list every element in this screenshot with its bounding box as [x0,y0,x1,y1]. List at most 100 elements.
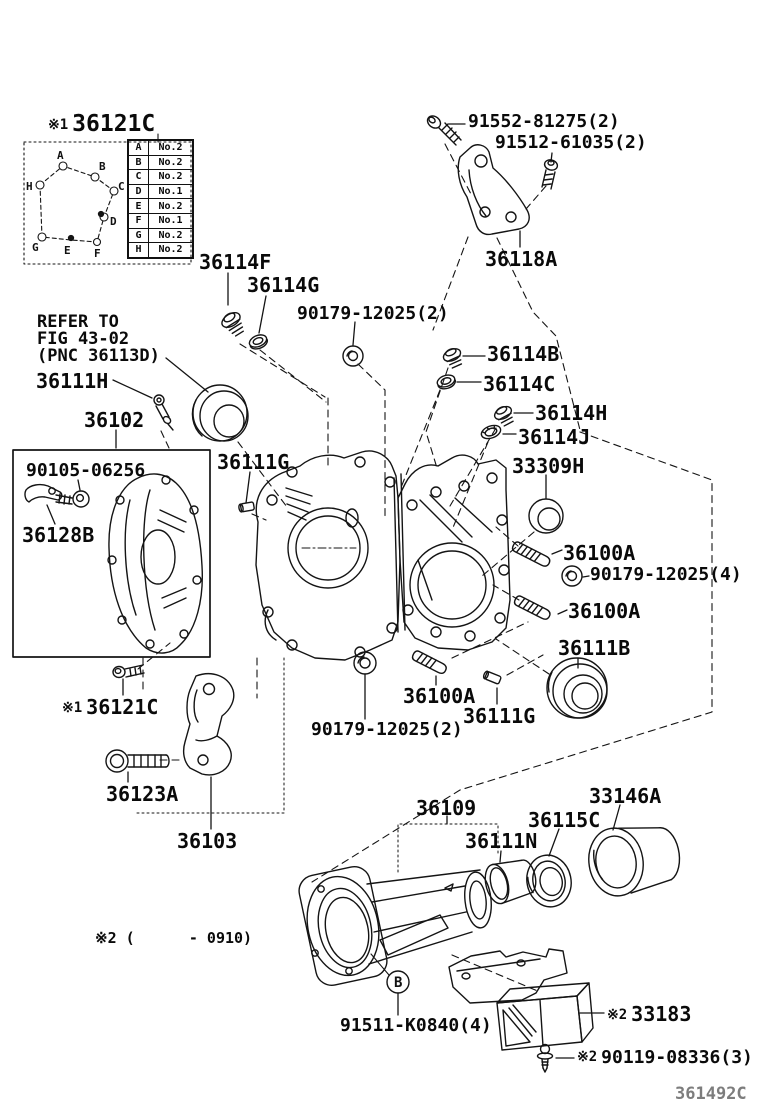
part-33183-damper [448,948,594,1051]
figure-code: 361492C [675,1084,747,1104]
part-36115c-seal [526,854,572,908]
part-label-36115c: 36115C [528,808,601,832]
part-91512-bolt [541,159,559,190]
part-36111g-pin-left [238,501,255,513]
part-label-36114c: 36114C [483,372,556,396]
part-36111n-bushing [484,859,537,905]
part-36100a-stud-bottom [411,650,447,674]
part-label-90105: 90105-06256 [26,460,146,481]
callout-balloon-b [370,953,410,994]
part-label-36114g: 36114G [247,273,320,297]
part-label-90179-top: 90179-12025(2) [297,303,449,324]
case-half-drawing [107,473,204,654]
part-label-90179-4: 90179-12025(4) [590,564,742,585]
point-letter-b: B [99,160,106,173]
part-36121c-bolt [112,664,145,679]
part-33309h-race [528,498,564,534]
part-36102-case-box [12,449,211,658]
part-36111b-seal [546,657,608,719]
part-label-36118a: 36118A [485,247,558,271]
part-label-91511: 91511-K0840(4) [340,1015,492,1036]
part-90119-bolt [536,1043,554,1073]
part-label-91552: 91552-81275(2) [468,111,620,132]
part-36113d-bearing [191,384,249,442]
part-label-36114h: 36114H [535,401,608,425]
point-letter-d: D [110,215,117,228]
part-90105-bolt [55,490,90,508]
assembly-dashed-lines [137,143,713,993]
part-36114f-plug [221,311,244,337]
point-letter-f: F [94,247,101,260]
part-36114j-ring [480,424,502,440]
part-36128b-bracket [24,483,63,503]
part-label-36100a-bottom: 36100A [403,684,476,708]
part-label-36111g-left: 36111G [217,450,290,474]
part-label-36100a-upper: 36100A [563,541,636,565]
part-transfer-case-front-half [255,450,406,661]
point-letter-h: H [26,180,33,193]
part-label-36128b: 36128B [22,523,95,547]
part-label-36100a-lower: 36100A [568,599,641,623]
note-marker: ※1 [48,117,69,133]
part-33146a-cover [588,827,681,897]
part-91552-bolt [426,115,462,146]
part-label-36111b: 36111B [558,636,631,660]
part-36118a-bracket [457,144,530,236]
part-label-36111h: 36111H [36,369,109,393]
part-label-36123a: 36123A [106,782,179,806]
part-label-36103: 36103 [177,829,238,853]
part-36111g-pin-bottom [482,670,502,685]
part-36109-extension-housing [298,866,492,986]
diagram-point-letters: A B C D E F G H B [26,149,402,991]
point-letter-e: E [64,244,71,257]
part-label-36114f: 36114F [199,250,272,274]
part-label-36111g-bottom: 36111G [463,704,536,728]
note-marker: ※1 [62,700,83,716]
leader-lines [46,123,621,1059]
part-transfer-case-rear-half [397,454,511,651]
point-letter-a: A [57,149,64,162]
part-label-36114j: 36114J [518,425,591,449]
note-marker: ※2 [577,1049,598,1065]
part-36111h-breather [153,394,174,431]
part-36114h-plug [493,405,514,427]
part-36103-bracket [182,672,235,776]
balloon-b-letter: B [394,975,402,991]
part-90179-nut-bottom [353,651,377,675]
part-label-33309h: 33309H [512,454,585,478]
part-label-33146a: 33146A [589,784,662,808]
callout-gasket-diagram [23,133,192,265]
part-label-36111n: 36111N [465,829,538,853]
part-90179-nut-top [342,345,364,367]
applicability-note: ※2 ( - 0910) [95,929,253,947]
part-36114g-ring [248,334,269,350]
point-letter-g: G [32,241,39,254]
part-36100a-stud-lower [513,595,551,620]
note-marker: ※2 [607,1007,628,1023]
part-36114c-ring [436,374,457,390]
part-label-36102: 36102 [84,408,145,432]
part-label-36114b: 36114B [487,342,560,366]
point-letter-c: C [118,180,125,193]
part-90179-nut-right [561,565,583,587]
part-label-91512: 91512-61035(2) [495,132,647,153]
part-36123a-bolt [105,749,170,773]
part-36114b-plug [442,348,463,369]
part-label-90179-bottom: 90179-12025(2) [311,719,463,740]
part-label-36109: 36109 [416,796,477,820]
